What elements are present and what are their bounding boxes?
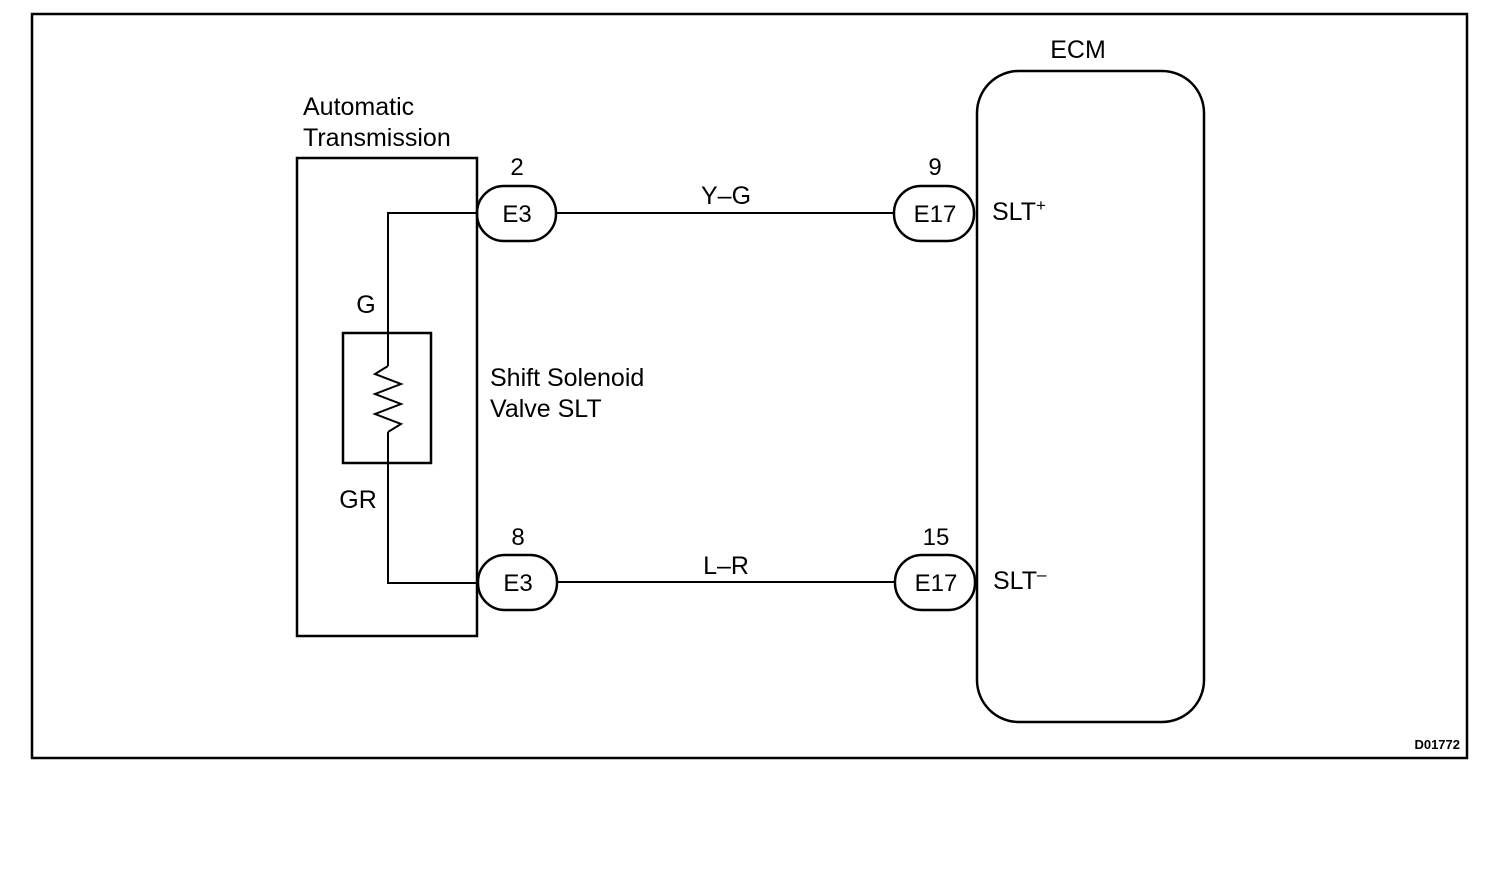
solenoid-label-line1: Shift Solenoid <box>490 364 644 392</box>
connector-e3-top <box>475 184 558 243</box>
terminal-slt-plus-sup: + <box>1036 196 1046 215</box>
pin-number-9: 9 <box>928 154 941 181</box>
automatic-transmission-box <box>295 156 479 638</box>
ecm-label: ECM <box>1050 36 1106 64</box>
solenoid-coil-symbol <box>372 365 404 433</box>
connector-e17-top <box>892 184 976 243</box>
wire-color-g: G <box>356 291 375 319</box>
wire-color-gr: GR <box>339 486 377 514</box>
terminal-slt-plus: SLT+ <box>992 196 1046 226</box>
solenoid-box <box>341 331 433 465</box>
pin-number-2: 2 <box>510 154 523 181</box>
terminal-slt-minus-base: SLT <box>993 567 1037 595</box>
ecm-box <box>975 69 1206 724</box>
pin-number-15: 15 <box>923 524 950 551</box>
internal-wire-bottom <box>387 432 477 584</box>
wire-color-l-r: L–R <box>703 552 749 580</box>
terminal-slt-minus-sup: – <box>1037 565 1047 584</box>
automatic-transmission-label-line1: Automatic <box>303 93 414 121</box>
terminal-slt-minus: SLT– <box>993 565 1047 595</box>
connector-e17-top-label: E17 <box>914 201 957 228</box>
connector-e17-bottom <box>893 553 977 612</box>
terminal-slt-plus-base: SLT <box>992 198 1036 226</box>
diagram-frame <box>30 12 1469 760</box>
connector-e3-top-label: E3 <box>502 201 531 228</box>
connector-e3-bottom <box>476 553 559 612</box>
connector-e3-bottom-label: E3 <box>503 570 532 597</box>
automatic-transmission-label-line2: Transmission <box>303 124 451 152</box>
figure-id: D01772 <box>1414 737 1460 752</box>
internal-wire-top <box>387 212 477 366</box>
connector-e17-bottom-label: E17 <box>915 570 958 597</box>
solenoid-label-line2: Valve SLT <box>490 395 602 423</box>
pin-number-8: 8 <box>511 524 524 551</box>
wire-color-y-g: Y–G <box>701 182 751 210</box>
